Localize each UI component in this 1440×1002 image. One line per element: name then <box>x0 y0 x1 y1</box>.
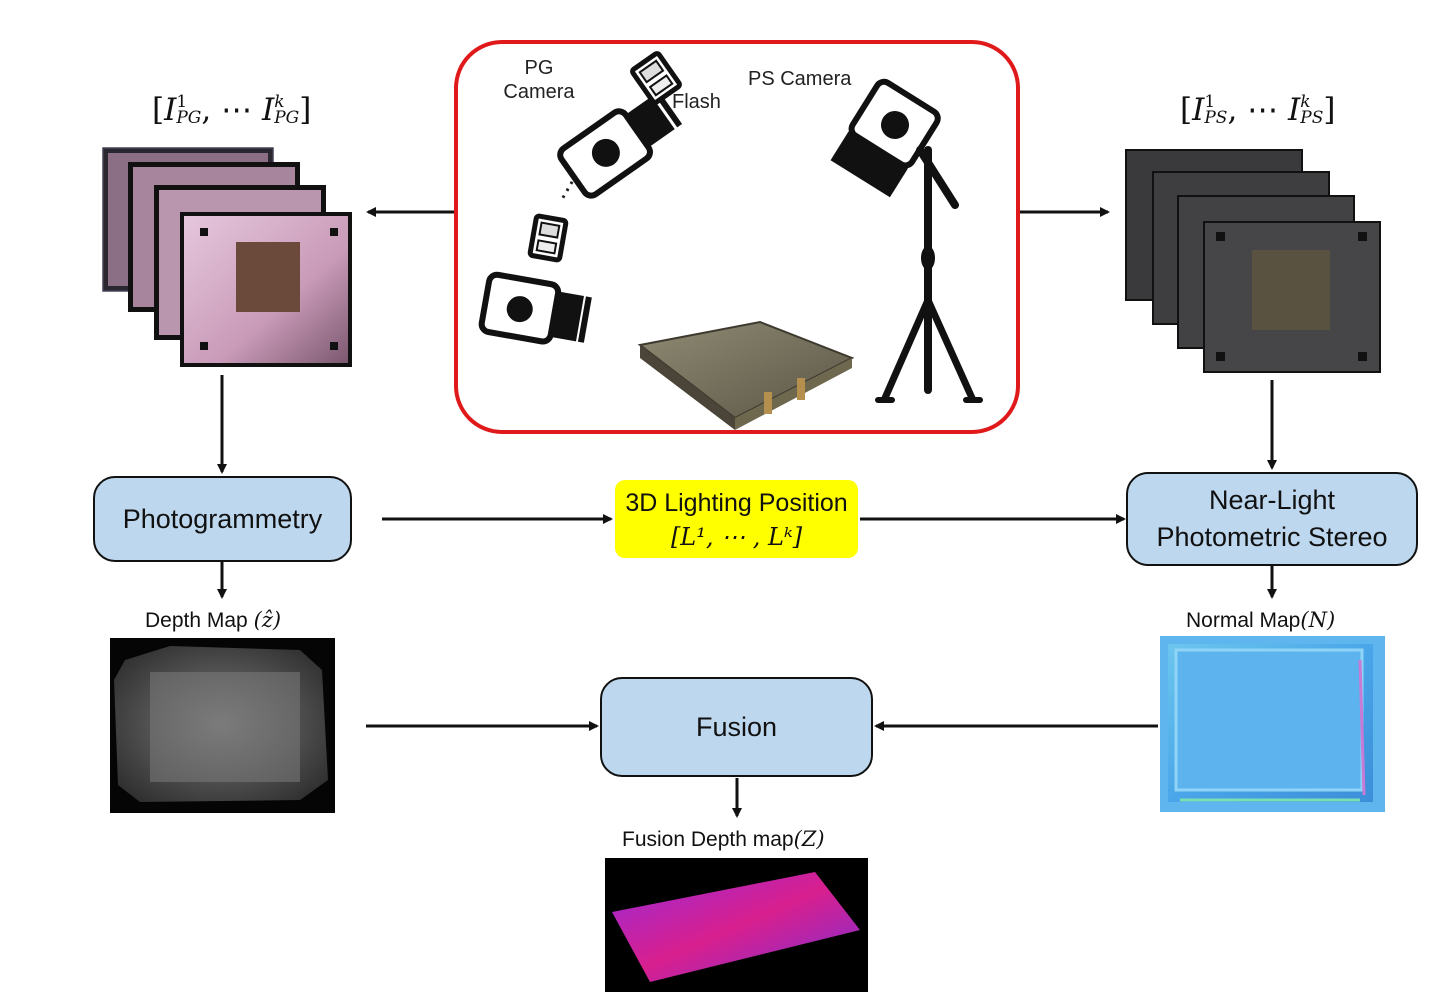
fusion-depth-map-image <box>605 858 868 992</box>
flash-top-icon <box>630 51 682 105</box>
ps-camera-label: PS Camera <box>748 68 852 90</box>
ps-camera-icon <box>830 78 941 198</box>
pg-camera-label: PG Camera <box>494 56 584 104</box>
ps-image-stack <box>1125 149 1381 373</box>
photogrammetry-node: Photogrammetry <box>93 476 352 562</box>
photogrammetry-label: Photogrammetry <box>122 503 323 534</box>
normal-map-image <box>1160 636 1385 812</box>
book-image <box>637 320 855 430</box>
near-light-label-line1: Near-Light <box>1208 485 1336 515</box>
near-light-ps-node: Near-Light Photometric Stereo <box>1126 472 1418 566</box>
flash-bottom-icon <box>527 213 569 263</box>
pg-camera-label-line1: PG <box>524 57 554 79</box>
fusion-label: Fusion <box>695 711 778 742</box>
pg-image-stack <box>102 147 352 367</box>
flash-label: Flash <box>672 91 721 113</box>
fusion-depth-map-label: Fusion Depth map(Z) <box>622 827 825 851</box>
pg-camera-label-line2: Camera <box>503 81 575 103</box>
pg-camera-bottom-icon <box>478 271 592 345</box>
tripod-icon <box>875 146 983 403</box>
lighting-position-formula: [L¹, ⋯ , Lᵏ] <box>670 523 803 551</box>
near-light-label-line2: Photometric Stereo <box>1156 522 1388 552</box>
fusion-node: Fusion <box>600 677 873 777</box>
connectors <box>217 207 1277 818</box>
normal-map-label: Normal Map(N) <box>1186 608 1336 632</box>
depth-map-image <box>110 638 335 813</box>
pg-camera-top-icon <box>557 91 683 199</box>
lighting-position-node: 3D Lighting Position [L¹, ⋯ , Lᵏ] <box>615 480 858 558</box>
capture-setup-box <box>454 40 1020 434</box>
depth-map-label: Depth Map (ẑ) <box>145 608 282 632</box>
lighting-position-label: 3D Lighting Position <box>625 489 848 517</box>
